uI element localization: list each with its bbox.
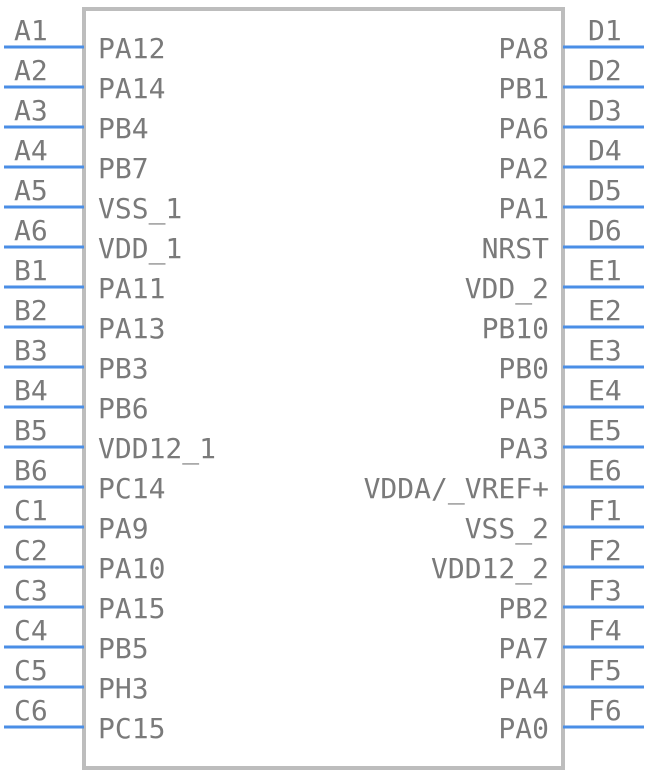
pin-label-vdd12-2: VDD12_2 xyxy=(431,552,549,586)
pin-number-b6: B6 xyxy=(14,454,48,487)
pin-number-c6: C6 xyxy=(14,694,48,727)
pin-label-vdd-1: VDD_1 xyxy=(98,232,182,266)
pin-label-pb7: PB7 xyxy=(98,152,149,185)
pin-label-pb5: PB5 xyxy=(98,632,149,665)
pin-number-e5: E5 xyxy=(588,414,622,447)
pin-number-f1: F1 xyxy=(588,494,622,527)
pin-label-pb1: PB1 xyxy=(498,72,549,105)
pin-number-e1: E1 xyxy=(588,254,622,287)
pin-label-vdd12-1: VDD12_1 xyxy=(98,432,216,466)
pin-label-pb2: PB2 xyxy=(498,592,549,625)
pin-label-pa11: PA11 xyxy=(98,272,165,305)
pin-number-c1: C1 xyxy=(14,494,48,527)
pin-label-vss-2: VSS_2 xyxy=(465,512,549,546)
pin-label-vdda-vref: VDDA/_VREF+ xyxy=(364,472,549,506)
pin-label-pa4: PA4 xyxy=(498,672,549,705)
pin-number-e4: E4 xyxy=(588,374,622,407)
pin-label-pa6: PA6 xyxy=(498,112,549,145)
pin-number-f2: F2 xyxy=(588,534,622,567)
pin-label-vdd-2: VDD_2 xyxy=(465,272,549,306)
pin-label-pa0: PA0 xyxy=(498,712,549,745)
pin-label-pa7: PA7 xyxy=(498,632,549,665)
pin-label-pb3: PB3 xyxy=(98,352,149,385)
pin-label-ph3: PH3 xyxy=(98,672,149,705)
pin-label-pa14: PA14 xyxy=(98,72,165,105)
pin-number-f5: F5 xyxy=(588,654,622,687)
pin-label-pa3: PA3 xyxy=(498,432,549,465)
pin-number-b3: B3 xyxy=(14,334,48,367)
pin-label-pa10: PA10 xyxy=(98,552,165,585)
pin-number-d3: D3 xyxy=(588,94,622,127)
pin-number-c2: C2 xyxy=(14,534,48,567)
pin-number-e3: E3 xyxy=(588,334,622,367)
pin-number-a4: A4 xyxy=(14,134,48,167)
pin-label-pc14: PC14 xyxy=(98,472,165,505)
pin-number-a3: A3 xyxy=(14,94,48,127)
pin-label-pa1: PA1 xyxy=(498,192,549,225)
pin-label-vss-1: VSS_1 xyxy=(98,192,182,226)
pin-number-c4: C4 xyxy=(14,614,48,647)
pin-number-d5: D5 xyxy=(588,174,622,207)
pin-label-pb10: PB10 xyxy=(482,312,549,345)
pin-number-b1: B1 xyxy=(14,254,48,287)
pin-number-b4: B4 xyxy=(14,374,48,407)
pin-number-a6: A6 xyxy=(14,214,48,247)
left-pin-group: A1PA12A2PA14A3PB4A4PB7A5VSS_1A6VDD_1B1PA… xyxy=(4,14,216,745)
pin-label-pb0: PB0 xyxy=(498,352,549,385)
pin-label-pa12: PA12 xyxy=(98,32,165,65)
pin-number-d2: D2 xyxy=(588,54,622,87)
pin-number-e6: E6 xyxy=(588,454,622,487)
pin-label-pa2: PA2 xyxy=(498,152,549,185)
pin-number-a2: A2 xyxy=(14,54,48,87)
pin-label-pa13: PA13 xyxy=(98,312,165,345)
pin-number-a5: A5 xyxy=(14,174,48,207)
pin-label-pa5: PA5 xyxy=(498,392,549,425)
pin-number-e2: E2 xyxy=(588,294,622,327)
pin-number-d1: D1 xyxy=(588,14,622,47)
pin-number-c3: C3 xyxy=(14,574,48,607)
pin-number-f4: F4 xyxy=(588,614,622,647)
pin-label-pc15: PC15 xyxy=(98,712,165,745)
pin-label-pa8: PA8 xyxy=(498,32,549,65)
pin-number-c5: C5 xyxy=(14,654,48,687)
pin-number-b2: B2 xyxy=(14,294,48,327)
pin-label-pb6: PB6 xyxy=(98,392,149,425)
pin-label-pa9: PA9 xyxy=(98,512,149,545)
ic-body-outline xyxy=(82,7,565,770)
pin-number-d6: D6 xyxy=(588,214,622,247)
pin-number-b5: B5 xyxy=(14,414,48,447)
pin-label-nrst: NRST xyxy=(482,232,550,265)
pin-number-d4: D4 xyxy=(588,134,622,167)
pin-number-f3: F3 xyxy=(588,574,622,607)
pin-number-a1: A1 xyxy=(14,14,48,47)
pin-number-f6: F6 xyxy=(588,694,622,727)
pin-label-pb4: PB4 xyxy=(98,112,149,145)
pin-label-pa15: PA15 xyxy=(98,592,165,625)
